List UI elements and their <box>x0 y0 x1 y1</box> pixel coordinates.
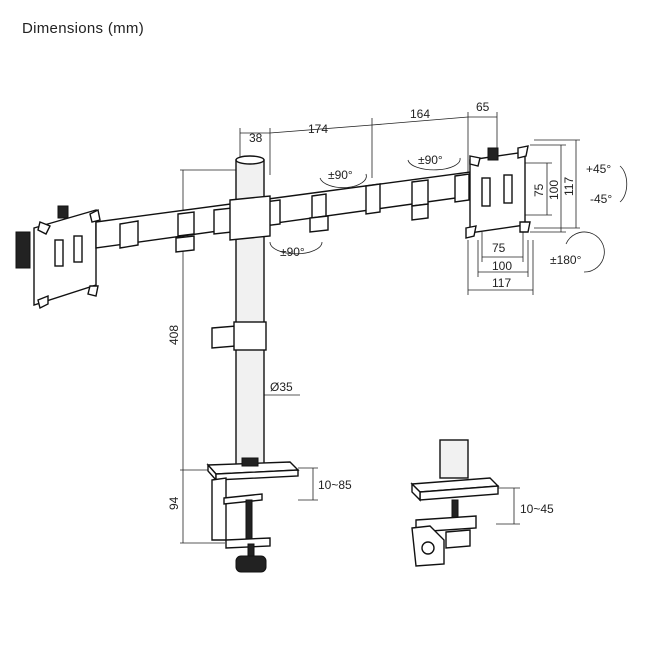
dim-grommet-range: 10~45 <box>520 502 554 516</box>
dim-65: 65 <box>476 100 490 114</box>
dim-vesa-v100: 100 <box>547 180 561 200</box>
rotate-label: ±180° <box>550 253 582 267</box>
dim-164: 164 <box>410 107 430 121</box>
swivel-left-label: ±90° <box>328 168 353 182</box>
tilt-up-label: +45° <box>586 162 611 176</box>
dimension-labels: 38 174 164 65 408 Ø35 94 10~85 10~45 75 … <box>167 100 576 516</box>
dim-vesa-h117: 117 <box>492 276 511 290</box>
dim-vesa-v117: 117 <box>562 177 576 196</box>
swivel-right-label: ±90° <box>418 153 443 167</box>
dim-38: 38 <box>249 131 263 145</box>
dim-94: 94 <box>167 496 181 510</box>
dim-174: 174 <box>308 122 328 136</box>
rotation-labels: ±90° ±90° ±90° +45° -45° ±180° <box>280 153 612 267</box>
page-title: Dimensions (mm) <box>22 20 145 37</box>
rotation-arrows <box>269 157 628 273</box>
pole <box>211 155 271 466</box>
dim-vesa-v75: 75 <box>532 183 546 197</box>
dim-408: 408 <box>167 325 181 345</box>
crossbar <box>95 171 471 253</box>
right-vesa-plate <box>465 145 531 239</box>
left-vesa-plate <box>15 205 101 310</box>
clamp-left <box>206 457 300 573</box>
dim-diameter: Ø35 <box>270 380 293 394</box>
grommet-right <box>410 439 500 567</box>
swivel-lower-label: ±90° <box>280 245 305 259</box>
dim-clamp-range: 10~85 <box>318 478 352 492</box>
dim-vesa-h75: 75 <box>492 241 506 255</box>
tilt-down-label: -45° <box>590 192 612 206</box>
dim-vesa-h100: 100 <box>492 259 512 273</box>
